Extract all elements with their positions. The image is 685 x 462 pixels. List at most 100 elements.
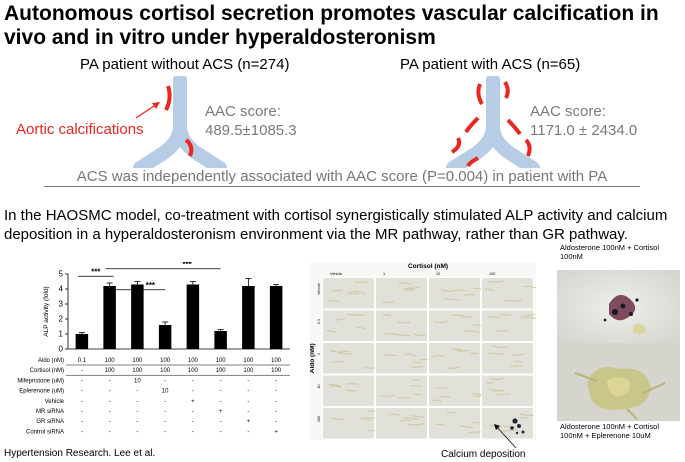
stain-image-cortisol — [557, 270, 680, 343]
cell-mark — [330, 385, 342, 388]
micro-row-label: 0.1 — [317, 319, 321, 324]
table-cell: - — [164, 378, 166, 384]
calcium-arrow — [494, 424, 517, 449]
table-cell: - — [109, 378, 111, 384]
cell-mark — [384, 333, 400, 336]
cell-mark — [405, 353, 417, 357]
cell-mark — [382, 300, 395, 304]
table-cell: - — [220, 389, 222, 395]
y-axis-label: ALP activity (fold) — [43, 286, 50, 336]
table-cell: - — [275, 419, 277, 425]
table-cell: - — [220, 399, 222, 405]
table-row-label: GR siRNA — [36, 419, 64, 425]
table-cell: 100 — [216, 368, 227, 374]
aac-score-label: AAC score: — [205, 103, 281, 120]
cell-mark — [331, 417, 345, 421]
y-tick-label: 3 — [59, 300, 64, 309]
cell-mark — [488, 352, 505, 356]
cell-mark — [398, 282, 412, 285]
cell-mark — [331, 360, 345, 363]
micro-panel — [322, 407, 375, 440]
calcification-mark — [524, 138, 532, 157]
bar — [158, 325, 172, 349]
table-cell: - — [220, 429, 222, 435]
cell-mark — [412, 333, 426, 337]
calcium-spot — [512, 418, 518, 424]
table-cell: 0.1 — [78, 358, 87, 364]
arrow-line — [135, 103, 158, 119]
bar — [214, 331, 227, 349]
cell-mark — [509, 365, 523, 368]
cell-mark — [335, 318, 346, 321]
micro-panel — [428, 374, 481, 407]
calcification-mark — [503, 80, 510, 99]
cell-mark — [384, 354, 397, 357]
cell-mark — [352, 314, 365, 317]
y-tick-label: 4 — [59, 285, 64, 294]
table-row-label: Mifepristone (uM) — [17, 378, 64, 384]
calcium-spot — [521, 430, 525, 434]
cell-mark — [360, 417, 372, 421]
table-cell: - — [164, 419, 166, 425]
table-cell: 100 — [105, 368, 116, 374]
stain-image-eplerenone — [557, 343, 680, 421]
cell-mark — [389, 413, 400, 416]
y-tick-label: 5 — [59, 270, 64, 279]
table-cell: - — [109, 399, 111, 405]
table-cell: - — [192, 378, 194, 384]
y-tick-label: 0 — [59, 345, 64, 354]
cell-mark — [345, 383, 360, 386]
table-cell: - — [220, 419, 222, 425]
cell-mark — [464, 330, 480, 333]
y-tick-label: 2 — [59, 315, 64, 324]
table-cell: 100 — [160, 358, 171, 364]
table-cell: - — [136, 409, 138, 415]
cell-mark — [410, 385, 422, 387]
table-row-label: Eplerenone (uM) — [19, 389, 64, 395]
cell-mark — [432, 399, 443, 403]
table-cell: - — [136, 389, 138, 395]
aorta-without-acs — [133, 76, 227, 168]
table-row-label: Cortisol (nM) — [30, 368, 64, 374]
cell-mark — [519, 413, 534, 417]
cell-mark — [399, 419, 411, 422]
cell-mark — [411, 365, 424, 368]
cell-mark — [408, 423, 425, 426]
table-cell: 100 — [216, 358, 227, 364]
cell-mark — [499, 313, 511, 316]
calcification-mark — [476, 83, 484, 106]
cell-mark — [451, 289, 466, 292]
micro-panel — [375, 277, 428, 310]
table-cell: - — [275, 399, 277, 405]
table-cell: - — [220, 378, 222, 384]
cell-mark — [490, 377, 505, 380]
aldo-axis-label: Aldo (nM) — [310, 343, 316, 373]
arrow-head — [152, 102, 160, 109]
table-cell: 100 — [188, 368, 199, 374]
calcium-spot — [515, 431, 519, 435]
aorta-with-acs — [446, 76, 540, 168]
cell-mark — [488, 280, 504, 283]
cell-mark — [411, 379, 420, 381]
micro-panel — [428, 277, 481, 310]
aac-score-label: AAC score: — [530, 103, 606, 120]
micro-panel — [375, 407, 428, 440]
table-cell: - — [164, 409, 166, 415]
calcification-mark — [450, 137, 462, 154]
cell-mark — [328, 383, 341, 387]
calcium-spot — [517, 424, 521, 428]
table-cell: 100 — [243, 368, 254, 374]
table-row-label: Vehicle — [45, 399, 65, 405]
cell-mark — [443, 297, 460, 301]
cell-mark — [523, 285, 536, 289]
table-cell: - — [275, 389, 277, 395]
cell-mark — [404, 289, 415, 291]
table-row-label: MR siRNA — [36, 409, 64, 415]
cell-mark — [488, 316, 501, 319]
table-cell: - — [247, 409, 249, 415]
y-tick-label: 1 — [59, 330, 64, 339]
cell-mark — [513, 299, 524, 302]
cell-mark — [485, 381, 495, 385]
cell-mark — [411, 415, 425, 418]
